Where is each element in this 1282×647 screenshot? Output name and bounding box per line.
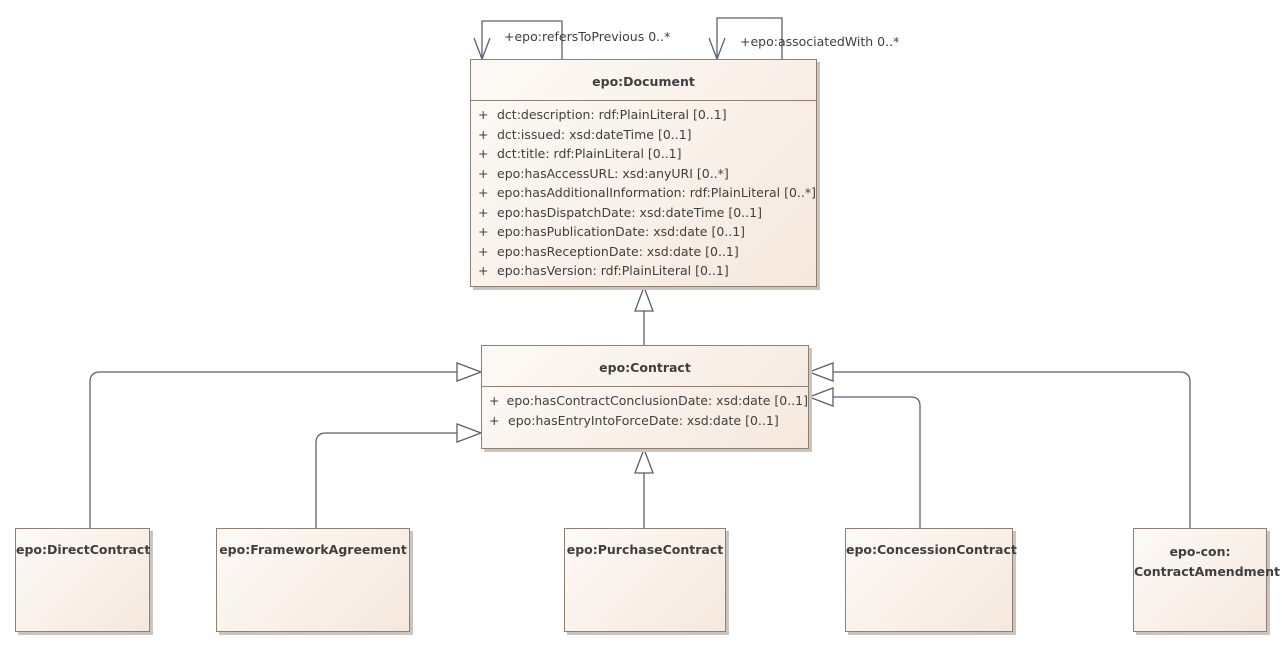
concession-generalization-line [833,396,921,528]
associated-with-line [716,17,783,59]
framework-agreement-class[interactable]: epo:FrameworkAgreement [216,528,410,632]
attribute-text: dct:issued: xsd:dateTime [0..1] [497,126,692,142]
attribute-text: epo:hasContractConclusionDate: xsd:date … [506,393,808,408]
attribute-text: epo:hasPublicationDate: xsd:date [0..1] [497,224,746,239]
contract-amendment-class-name: epo-con: ContractAmendment [1134,529,1281,582]
attribute-text: epo:hasAdditionalInformation: rdf:PlainL… [496,185,816,200]
purchase-contract-class[interactable]: epo:PurchaseContract [564,528,726,632]
attribute-row: + dct:issued: xsd:dateTime [0..1] [471,125,816,145]
attribute-row: + dct:title: rdf:PlainLiteral [0..1] [471,144,816,164]
document-generalization-arrowhead [634,285,654,312]
associated-with-label: +epo:associatedWith 0..* [740,34,900,49]
visibility-marker: + [478,165,489,181]
attribute-text: epo:hasEntryIntoForceDate: xsd:date [0..… [508,412,779,428]
concession-generalization-arrowhead [807,387,834,407]
attribute-row: + dct:description: rdf:PlainLiteral [0..1… [471,105,816,125]
attribute-row: + epo:hasEntryIntoForceDate: xsd:date [0.… [482,411,808,431]
visibility-marker: + [478,243,489,259]
contract-amendment-prefix: epo-con: [1169,544,1231,559]
contract-class-name: epo:Contract [599,360,691,375]
contract-amendment-class[interactable]: epo-con: ContractAmendment [1133,528,1281,632]
attribute-row: + epo:hasVersion: rdf:PlainLiteral [0..1] [471,261,816,281]
concession-contract-class[interactable]: epo:ConcessionContract [845,528,1017,632]
visibility-marker: + [478,185,489,200]
attribute-text: dct:title: rdf:PlainLiteral [0..1] [497,146,682,161]
refers-to-previous-label: +epo:refersToPrevious 0..* [504,29,671,44]
amendment-generalization-arrowhead [807,362,834,382]
framework-generalization-arrowhead [456,423,483,443]
attribute-text: epo:hasAccessURL: xsd:anyURI [0..*] [497,165,729,181]
visibility-marker: + [489,412,500,428]
framework-generalization-line [315,432,457,528]
attribute-row: + epo:hasAccessURL: xsd:anyURI [0..*] [471,164,816,184]
contract-attributes: + epo:hasContractConclusionDate: xsd:date… [482,386,808,430]
amendment-generalization-line [833,371,1191,528]
visibility-marker: + [478,126,489,142]
visibility-marker: + [478,263,489,278]
attribute-text: dct:description: rdf:PlainLiteral [0..1] [497,107,727,122]
visibility-marker: + [478,107,489,122]
document-class[interactable]: epo:Document + dct:description: rdf:Plain… [470,59,817,287]
contract-amendment-local-name: ContractAmendment [1134,564,1281,579]
document-class-name: epo:Document [592,74,695,89]
purchase-contract-class-name: epo:PurchaseContract [566,542,724,557]
document-attributes: + dct:description: rdf:PlainLiteral [0..1… [471,100,816,281]
refers-to-previous-line [481,20,563,59]
direct-contract-generalization-arrowhead [456,362,483,382]
concession-contract-class-name: epo:ConcessionContract [846,542,1017,557]
attribute-row: + epo:hasContractConclusionDate: xsd:date… [482,391,808,411]
contract-class[interactable]: epo:Contract + epo:hasContractConclusionD… [481,345,809,449]
purchase-generalization-arrowhead [634,447,654,474]
attribute-row: + epo:hasDispatchDate: xsd:dateTime [0..1… [471,203,816,223]
visibility-marker: + [478,224,489,239]
visibility-marker: + [489,393,500,408]
direct-contract-class[interactable]: epo:DirectContract [15,528,150,632]
direct-contract-class-name: epo:DirectContract [16,542,151,557]
attribute-row: + epo:hasPublicationDate: xsd:date [0..1] [471,222,816,242]
attribute-text: epo:hasReceptionDate: xsd:date [0..1] [497,243,739,259]
attribute-row: + epo:hasReceptionDate: xsd:date [0..1] [471,242,816,262]
framework-agreement-class-name: epo:FrameworkAgreement [219,542,407,557]
visibility-marker: + [478,204,489,220]
visibility-marker: + [478,146,489,161]
direct-contract-generalization-line [89,371,457,528]
attribute-row: + epo:hasAdditionalInformation: rdf:Plain… [471,183,816,203]
attribute-text: epo:hasVersion: rdf:PlainLiteral [0..1] [497,263,729,278]
attribute-text: epo:hasDispatchDate: xsd:dateTime [0..1] [497,204,762,220]
